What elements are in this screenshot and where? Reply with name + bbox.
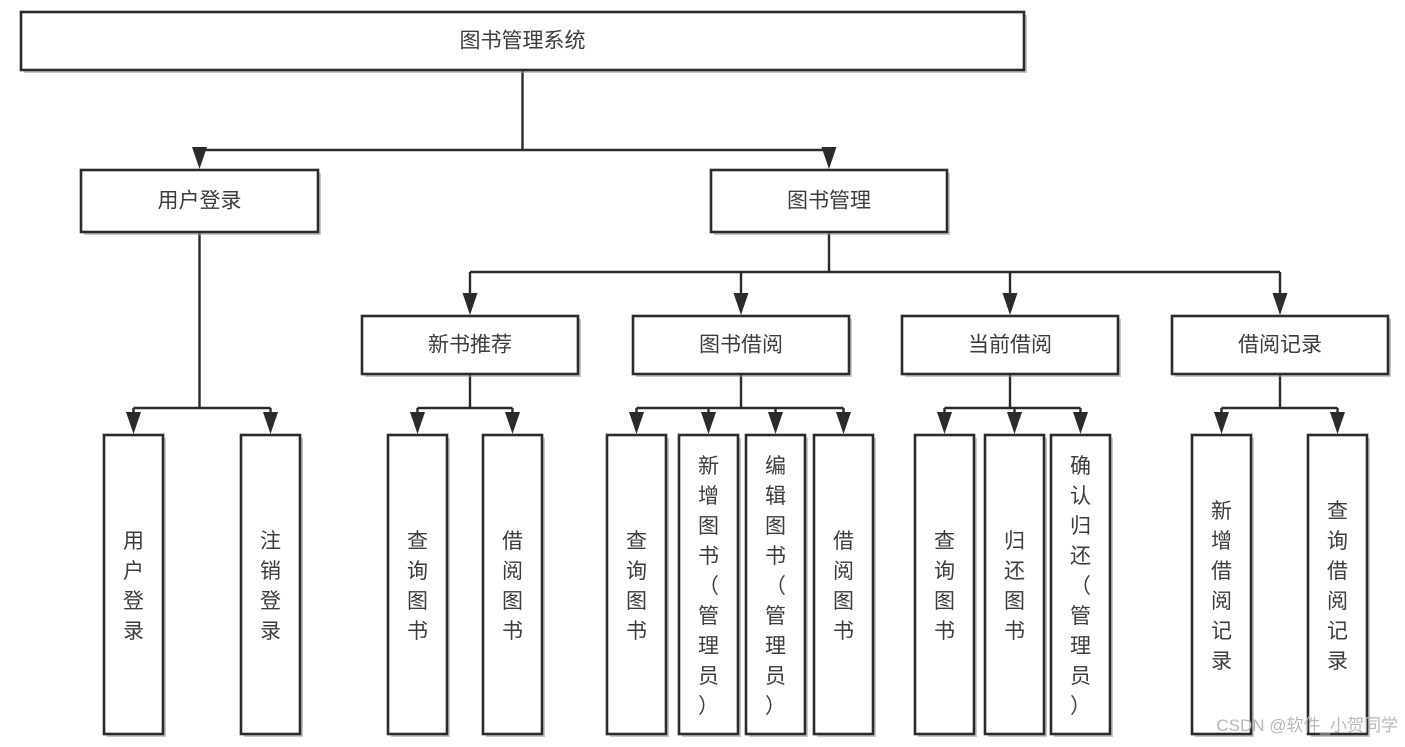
node-label: 当前借阅 <box>968 334 1052 357</box>
node-box[interactable] <box>913 433 976 736</box>
csdn-watermark: CSDN @软件_小贺同学 <box>1216 716 1398 735</box>
node-label: 借阅记录 <box>1238 334 1322 357</box>
arrow-head-icon <box>1272 293 1288 315</box>
edge-group-book-borrow <box>629 374 851 434</box>
node-label: 用户登录 <box>158 190 242 213</box>
arrow-head-icon <box>937 412 952 434</box>
node-label: 图书借阅 <box>699 334 783 357</box>
node-label: 查询借阅记录 <box>1327 500 1348 673</box>
node-book-borrow[interactable]: 图书借阅 <box>631 314 852 377</box>
node-user-login[interactable]: 用户登录 <box>79 168 321 235</box>
node-leaf-query-book-cur[interactable]: 查询图书 <box>913 433 977 737</box>
node-leaf-query-record[interactable]: 查询借阅记录 <box>1306 433 1370 737</box>
node-label: 新增图书（管理员） <box>698 455 719 718</box>
node-box[interactable] <box>19 10 1026 72</box>
edge-group-borrow-record <box>1214 374 1345 434</box>
node-layer: 图书管理系统用户登录图书管理新书推荐图书借阅当前借阅借阅记录用户登录注销登录查询… <box>19 10 1391 737</box>
node-leaf-borrow-book-rec[interactable]: 借阅图书 <box>481 433 545 737</box>
node-label: 新增借阅记录 <box>1211 500 1232 673</box>
arrow-head-icon <box>263 412 278 434</box>
node-box[interactable] <box>631 314 851 376</box>
node-box[interactable] <box>386 433 449 736</box>
node-box[interactable] <box>812 433 875 736</box>
arrow-head-icon <box>1214 412 1229 434</box>
node-label: 编辑图书（管理员） <box>765 455 786 718</box>
arrow-head-icon <box>410 412 425 434</box>
node-box[interactable] <box>677 433 740 736</box>
node-box[interactable] <box>1306 433 1369 736</box>
node-leaf-edit-book[interactable]: 编辑图书（管理员） <box>744 433 808 737</box>
node-box[interactable] <box>360 314 580 376</box>
arrow-head-icon <box>462 293 478 315</box>
arrow-head-icon <box>1002 293 1018 315</box>
node-leaf-user-login[interactable]: 用户登录 <box>102 433 166 737</box>
node-label: 图书管理系统 <box>460 30 586 53</box>
node-label: 注销登录 <box>260 530 281 643</box>
arrow-head-icon <box>126 412 141 434</box>
arrow-head-icon <box>836 412 851 434</box>
node-label: 确认归还（管理员） <box>1070 455 1091 718</box>
node-leaf-logout[interactable]: 注销登录 <box>239 433 303 737</box>
arrow-head-icon <box>821 147 837 169</box>
arrow-head-icon <box>1007 412 1022 434</box>
edge-group-book-manage <box>462 232 1288 315</box>
edge-layer <box>126 70 1345 434</box>
arrow-head-icon <box>1073 412 1088 434</box>
edge-group-current-borrow <box>937 374 1088 434</box>
node-label: 归还图书 <box>1004 530 1025 643</box>
edge-group-new-book-rec <box>410 374 520 434</box>
node-label: 用户登录 <box>123 530 144 643</box>
node-box[interactable] <box>1049 433 1112 736</box>
node-box[interactable] <box>605 433 668 736</box>
arrow-head-icon <box>629 412 644 434</box>
node-book-manage[interactable]: 图书管理 <box>709 168 950 235</box>
node-label: 图书管理 <box>787 190 871 213</box>
node-leaf-confirm-return[interactable]: 确认归还（管理员） <box>1049 433 1113 737</box>
edge-group-root <box>192 70 837 169</box>
arrow-head-icon <box>701 412 716 434</box>
arrow-head-icon <box>505 412 520 434</box>
node-leaf-add-book[interactable]: 新增图书（管理员） <box>677 433 741 737</box>
node-box[interactable] <box>983 433 1046 736</box>
node-label: 查询图书 <box>626 530 647 643</box>
node-label: 查询图书 <box>934 530 955 643</box>
node-label: 借阅图书 <box>833 530 854 643</box>
node-box[interactable] <box>239 433 302 736</box>
node-current-borrow[interactable]: 当前借阅 <box>900 314 1121 377</box>
node-box[interactable] <box>102 433 165 736</box>
arrow-head-icon <box>768 412 783 434</box>
node-box[interactable] <box>1190 433 1253 736</box>
node-box[interactable] <box>900 314 1120 376</box>
node-box[interactable] <box>744 433 807 736</box>
node-label: 查询图书 <box>407 530 428 643</box>
node-box[interactable] <box>481 433 544 736</box>
node-box[interactable] <box>709 168 949 234</box>
node-new-book-rec[interactable]: 新书推荐 <box>360 314 581 377</box>
edge-group-user-login <box>126 232 278 434</box>
node-leaf-borrow-book[interactable]: 借阅图书 <box>812 433 876 737</box>
node-leaf-return-book[interactable]: 归还图书 <box>983 433 1047 737</box>
arrow-head-icon <box>192 147 207 169</box>
node-label: 新书推荐 <box>428 334 512 357</box>
node-leaf-add-record[interactable]: 新增借阅记录 <box>1190 433 1254 737</box>
arrow-head-icon <box>1330 412 1345 434</box>
node-borrow-record[interactable]: 借阅记录 <box>1170 314 1391 377</box>
node-leaf-query-book-borrow[interactable]: 查询图书 <box>605 433 669 737</box>
node-leaf-query-book-rec[interactable]: 查询图书 <box>386 433 450 737</box>
node-box[interactable] <box>1170 314 1390 376</box>
node-label: 借阅图书 <box>502 530 523 643</box>
node-root[interactable]: 图书管理系统 <box>19 10 1027 73</box>
node-box[interactable] <box>79 168 320 234</box>
arrow-head-icon <box>733 293 749 315</box>
